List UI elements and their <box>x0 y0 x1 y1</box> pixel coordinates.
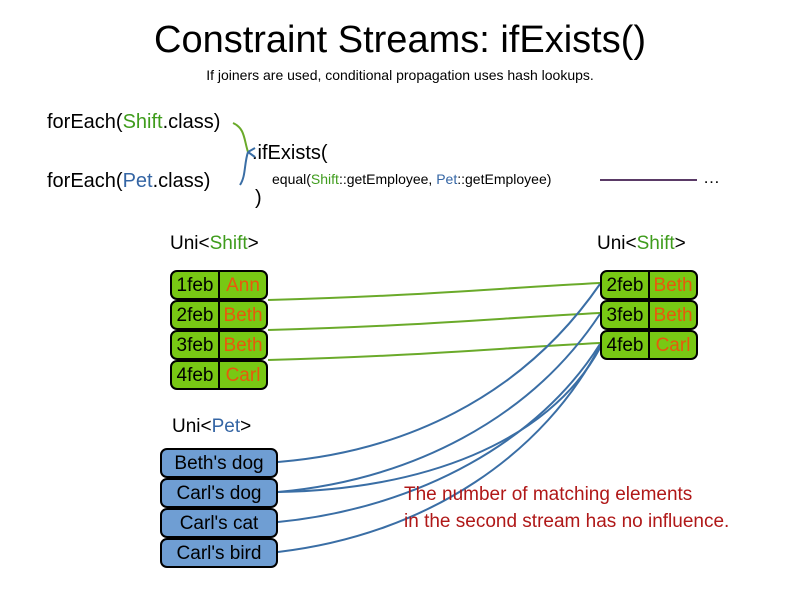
shift-employee-cell: Beth <box>223 334 263 356</box>
shift-employee-cell: Ann <box>226 274 260 296</box>
shift-date-cell: 2feb <box>602 272 650 298</box>
pet-label-cell: Carl's bird <box>176 542 262 564</box>
link-shift-3feb <box>267 312 601 331</box>
code-foreach-pet: forEach(Pet.class) <box>47 169 210 193</box>
link-shift-2feb <box>267 282 601 301</box>
link-shift-4feb <box>267 342 601 361</box>
table-row[interactable]: 4feb Carl <box>170 360 268 390</box>
caption-left-pet-type: Pet <box>211 416 241 437</box>
caption-right-shift-suffix: > <box>674 233 686 254</box>
caption-left-pet-prefix: Uni< <box>172 416 212 437</box>
code-foreach-shift-suffix: .class) <box>162 111 221 133</box>
shift-employee-cell: Beth <box>223 304 263 326</box>
code-equal-left-ref: Shift <box>310 171 339 187</box>
pet-label-cell: Carl's dog <box>176 482 262 504</box>
code-foreach-pet-suffix: .class) <box>152 170 211 192</box>
shift-date-cell: 4feb <box>172 362 220 388</box>
code-ellipsis: … <box>703 168 720 187</box>
table-row[interactable]: 3feb Beth <box>600 300 698 330</box>
code-foreach-pet-prefix: forEach( <box>47 170 123 192</box>
caption-left-shift-type: Shift <box>209 233 248 254</box>
annotation-line-2: in the second stream has no influence. <box>404 511 730 532</box>
caption-left-shift-prefix: Uni< <box>170 233 210 254</box>
link-pet-carls-dog-to-4feb <box>277 347 601 493</box>
code-equal-call: equal(Shift::getEmployee, Pet::getEmploy… <box>272 170 551 188</box>
code-close-paren: ) <box>255 187 262 209</box>
shift-employee-cell: Beth <box>653 274 693 296</box>
pet-label-cell: Beth's dog <box>174 452 264 474</box>
table-row[interactable]: 4feb Carl <box>600 330 698 360</box>
shift-date-cell: 4feb <box>602 332 650 358</box>
code-foreach-shift-prefix: forEach( <box>47 111 123 133</box>
table-row[interactable]: 1feb Ann <box>170 270 268 300</box>
list-item[interactable]: Carl's bird <box>160 538 278 568</box>
code-equal-right-ref: Pet <box>436 171 458 187</box>
list-item[interactable]: Carl's dog <box>160 478 278 508</box>
caption-right-shift-type: Shift <box>636 233 675 254</box>
shift-date-cell: 2feb <box>172 302 220 328</box>
code-ifexists-call: .ifExists( <box>252 142 328 164</box>
caption-left-pet-suffix: > <box>240 416 252 437</box>
code-equal-prefix: equal( <box>272 171 311 187</box>
brace-arm-shift <box>232 122 249 153</box>
table-row[interactable]: 2feb Beth <box>170 300 268 330</box>
annotation-line-1: The number of matching elements <box>404 484 693 505</box>
link-pet-beths-dog <box>277 283 601 463</box>
code-equal-right-method: ::getEmployee) <box>457 171 552 187</box>
shift-date-cell: 1feb <box>172 272 220 298</box>
table-row[interactable]: 3feb Beth <box>170 330 268 360</box>
list-item[interactable]: Beth's dog <box>160 448 278 478</box>
code-equal-left-method: ::getEmployee, <box>338 171 437 187</box>
caption-right-shift-stream: Uni<Shift> <box>597 232 686 255</box>
caption-left-shift-stream: Uni<Shift> <box>170 232 259 255</box>
annotation-note: The number of matching elements in the s… <box>404 481 729 535</box>
code-foreach-pet-type: Pet <box>122 170 153 192</box>
caption-left-pet-stream: Uni<Pet> <box>172 415 251 438</box>
shift-date-cell: 3feb <box>172 332 220 358</box>
page-subtitle: If joiners are used, conditional propaga… <box>206 67 594 83</box>
table-row[interactable]: 2feb Beth <box>600 270 698 300</box>
pet-label-cell: Carl's cat <box>179 512 259 534</box>
caption-left-shift-suffix: > <box>247 233 259 254</box>
page-title: Constraint Streams: ifExists() <box>154 19 646 61</box>
shift-employee-cell: Carl <box>225 364 261 386</box>
shift-employee-cell: Carl <box>655 334 691 356</box>
brace-arm-pet <box>239 151 249 186</box>
shift-date-cell: 3feb <box>602 302 650 328</box>
caption-right-shift-prefix: Uni< <box>597 233 637 254</box>
link-pet-carls-dog-to-3feb <box>277 313 601 493</box>
code-foreach-shift: forEach(Shift.class) <box>47 110 220 134</box>
shift-employee-cell: Beth <box>653 304 693 326</box>
code-foreach-shift-type: Shift <box>122 111 163 133</box>
list-item[interactable]: Carl's cat <box>160 508 278 538</box>
